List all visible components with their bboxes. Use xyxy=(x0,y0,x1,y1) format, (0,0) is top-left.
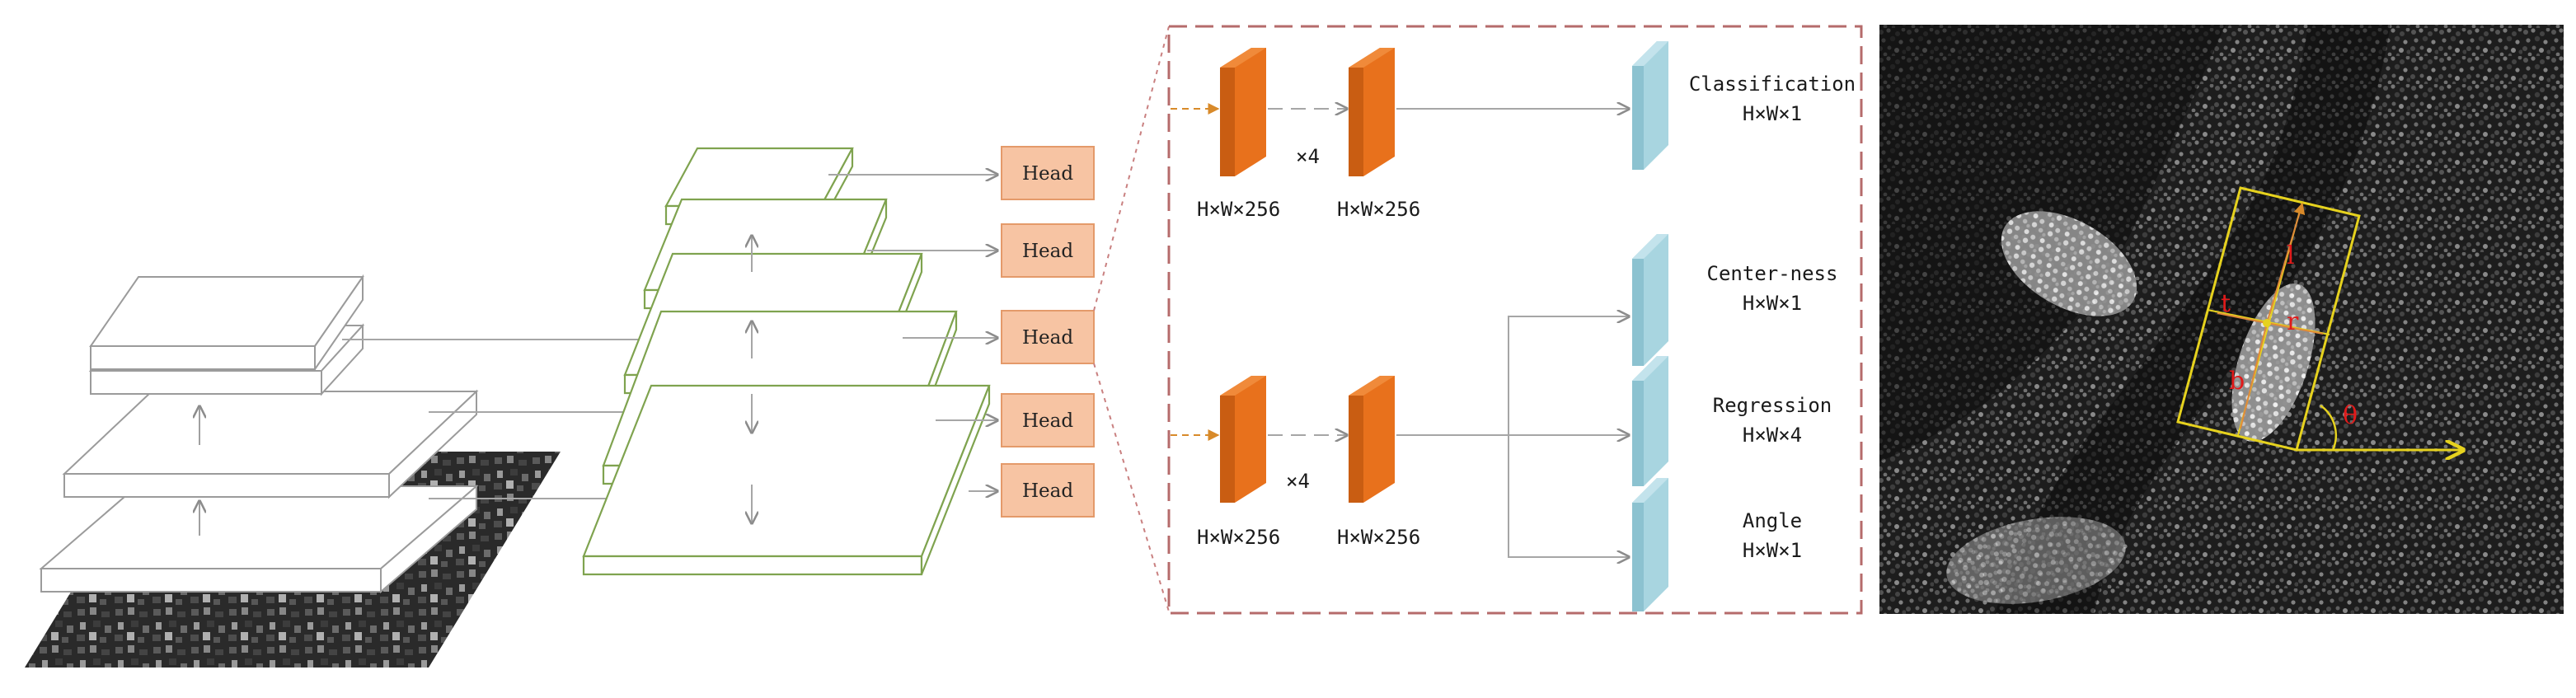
regression-output xyxy=(1632,356,1668,486)
distance-r-label: r xyxy=(2287,307,2299,336)
backbone-feature-pyramid xyxy=(25,274,561,668)
head-label: Head xyxy=(1022,480,1073,502)
centerness-output xyxy=(1632,234,1668,366)
conv-block-bottom-out xyxy=(1349,376,1395,503)
angle-output xyxy=(1632,478,1668,611)
fpn-to-head-arrows xyxy=(828,175,997,491)
distance-t-label: t xyxy=(2221,289,2231,318)
classification-output xyxy=(1632,41,1668,170)
output-shape-label: H×W×4 xyxy=(1743,424,1802,447)
tensor-shape-label: H×W×256 xyxy=(1197,198,1280,221)
zoom-guide-lines xyxy=(1093,26,1170,612)
backbone-level-4 xyxy=(89,274,364,372)
output-blocks xyxy=(1632,41,1668,611)
backbone-level-2 xyxy=(62,389,479,499)
head-label: Head xyxy=(1022,410,1073,432)
output-name-label: Center-ness xyxy=(1707,262,1838,285)
head-label: Head xyxy=(1022,163,1073,185)
output-labels: Classification H×W×1 Center-ness H×W×1 R… xyxy=(1689,73,1856,562)
output-name-label: Classification xyxy=(1689,73,1856,96)
fpn-level-p3 xyxy=(582,384,991,576)
output-name-label: Angle xyxy=(1743,509,1802,532)
tensor-shape-label: H×W×256 xyxy=(1337,526,1420,549)
conv-block-top-in xyxy=(1220,48,1266,176)
repeat-label: ×4 xyxy=(1286,470,1310,493)
head-detail-frame xyxy=(1167,25,1863,615)
head-box-p4: Head xyxy=(1001,393,1095,447)
output-shape-label: H×W×1 xyxy=(1743,292,1802,315)
angle-theta-label: θ xyxy=(2343,401,2358,430)
head-label: Head xyxy=(1022,327,1073,349)
head-label: Head xyxy=(1022,241,1073,262)
classification-branch: ×4 H×W×256 H×W×256 xyxy=(1171,48,1629,221)
backbone-level-1 xyxy=(39,484,479,594)
regression-branch: ×4 H×W×256 H×W×256 xyxy=(1171,316,1629,557)
repeat-label: ×4 xyxy=(1296,145,1320,168)
distance-l-label: l xyxy=(2287,241,2295,270)
output-shape-label: H×W×1 xyxy=(1743,102,1802,125)
tensor-shape-label: H×W×256 xyxy=(1197,526,1280,549)
output-name-label: Regression xyxy=(1713,394,1832,417)
head-box-p6: Head xyxy=(1001,223,1095,278)
distance-b-label: b xyxy=(2229,367,2245,396)
head-box-p7: Head xyxy=(1001,146,1095,200)
sar-detection-example: l t r b θ xyxy=(1879,25,2564,614)
head-box-p3: Head xyxy=(1001,463,1095,518)
feature-pyramid-network xyxy=(582,147,991,576)
tensor-shape-label: H×W×256 xyxy=(1337,198,1420,221)
output-shape-label: H×W×1 xyxy=(1743,539,1802,562)
conv-block-top-out xyxy=(1349,48,1395,176)
head-stack: Head Head Head Head Head xyxy=(1001,146,1095,518)
conv-block-bottom-in xyxy=(1220,376,1266,503)
head-box-p5: Head xyxy=(1001,310,1095,364)
